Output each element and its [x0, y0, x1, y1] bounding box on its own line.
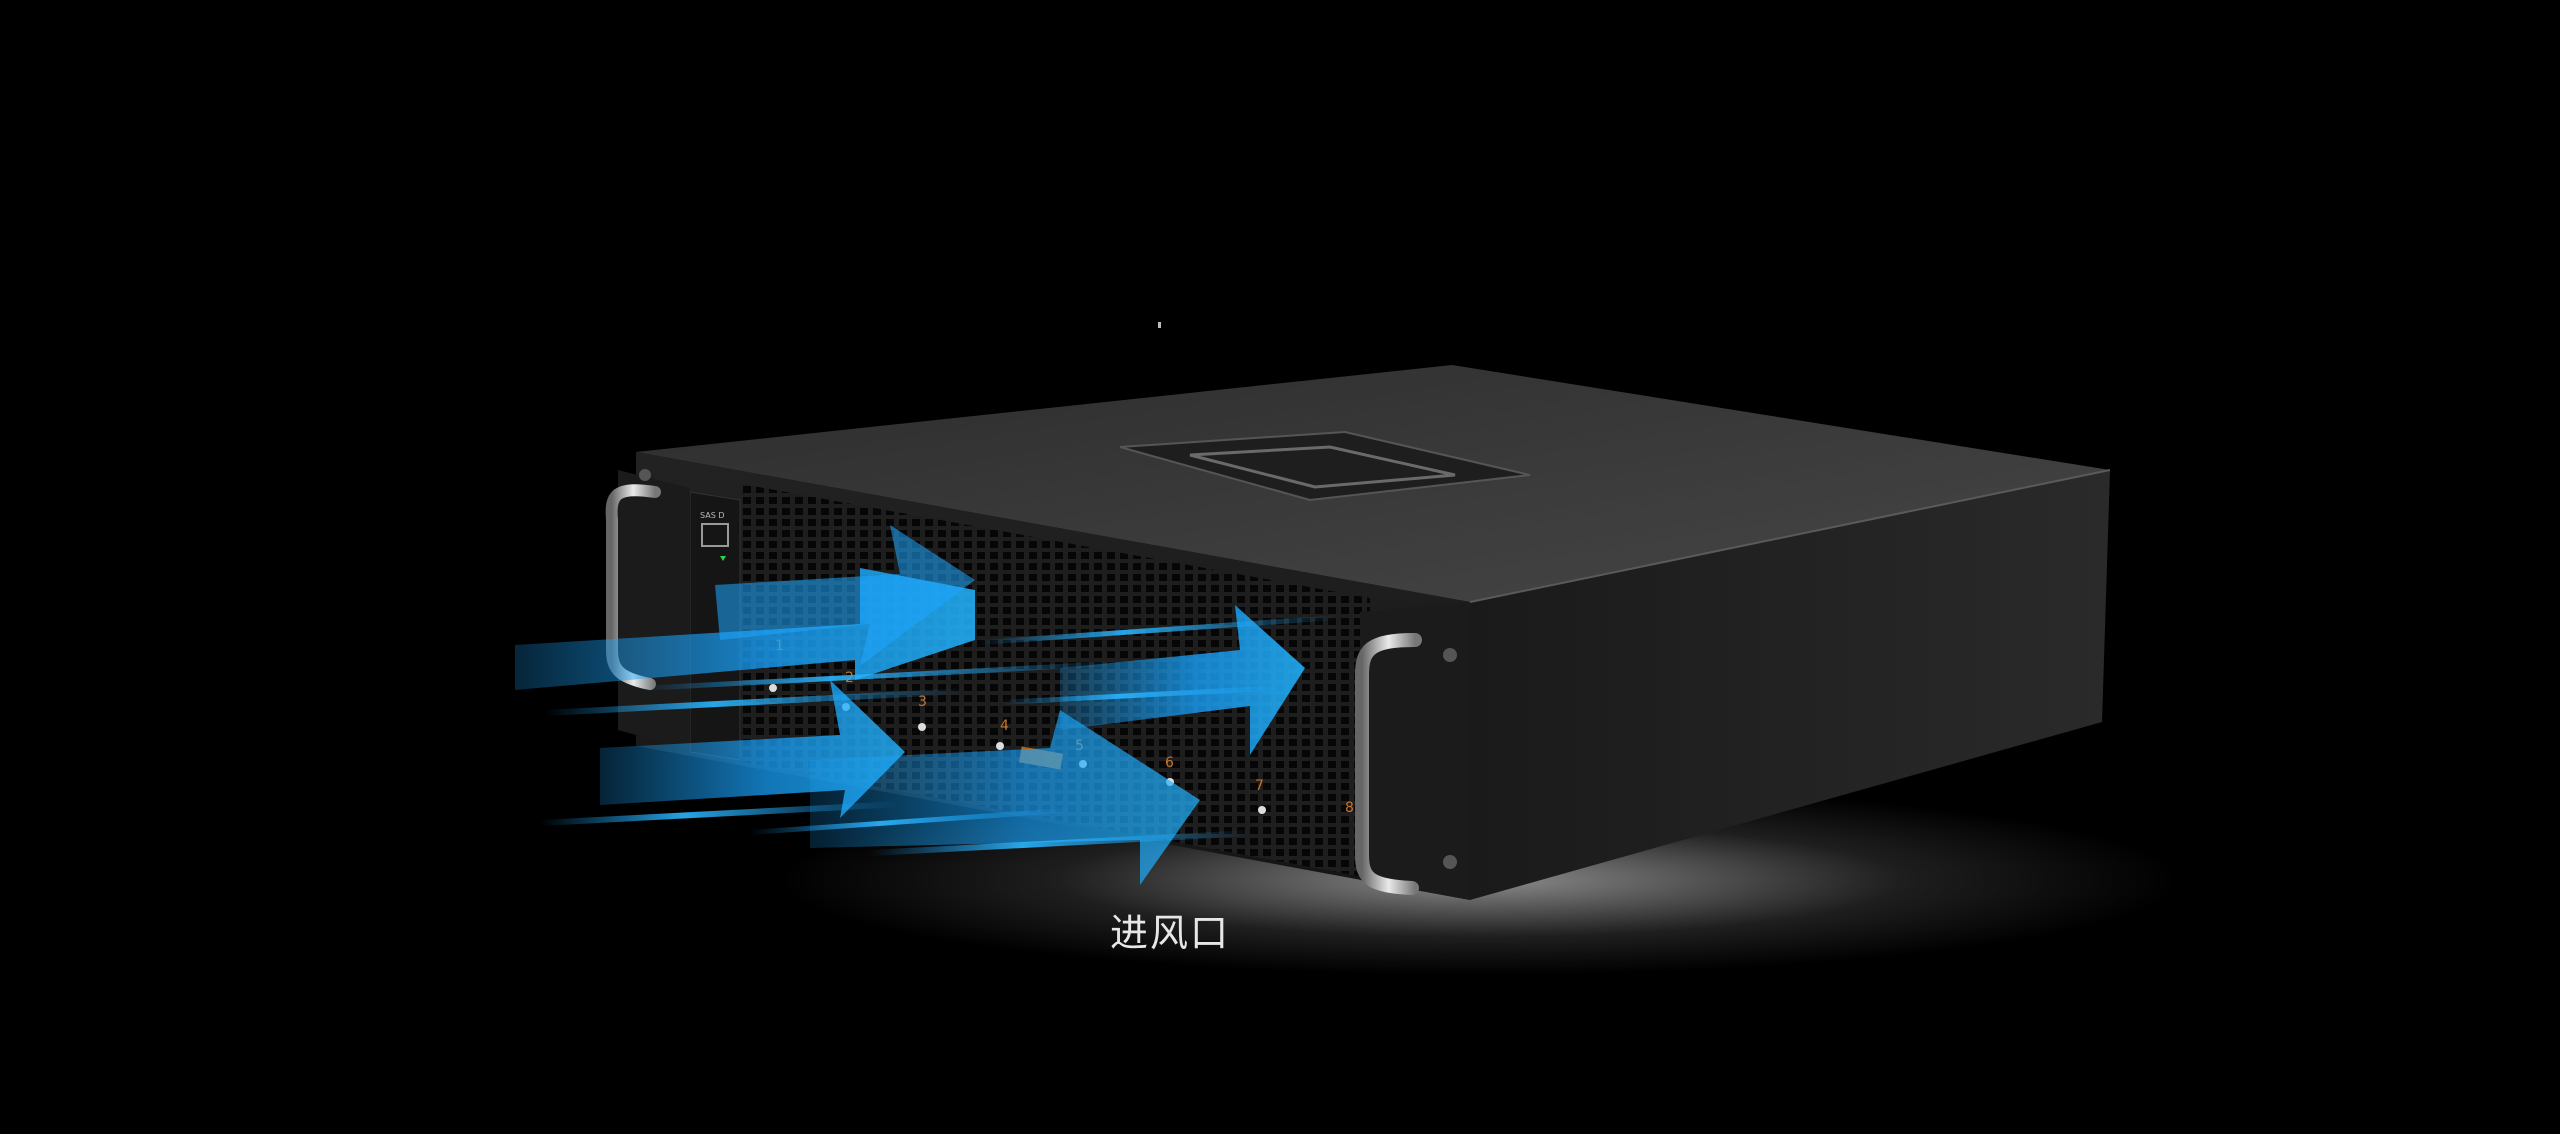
airflow-streak	[545, 688, 965, 716]
status-led-icon	[720, 556, 726, 561]
chassis-side	[1470, 470, 2110, 900]
airflow-arrow-icon	[810, 710, 1200, 885]
airflow-streak	[870, 830, 1250, 856]
air-intake-caption: 进风口	[1109, 911, 1230, 955]
airflow-arrow-icon	[1060, 605, 1305, 755]
bay-number: 6	[1165, 755, 1174, 771]
bay-led-icon	[918, 723, 926, 731]
bay-number: 4	[1000, 718, 1009, 734]
bay-led-icon	[996, 742, 1004, 750]
bay-led-icon	[769, 684, 777, 692]
airflow-streak	[540, 801, 900, 826]
airflow-arrows	[515, 525, 1340, 885]
port-icon	[701, 523, 729, 547]
airflow-streak	[980, 614, 1340, 645]
bay-number: 7	[1255, 778, 1264, 794]
bay-number: 8	[1345, 800, 1354, 816]
bay-number: 3	[918, 694, 927, 710]
screw-icon	[1443, 648, 1457, 662]
airflow-streak	[999, 684, 1300, 705]
airflow-arrow-icon	[715, 525, 975, 666]
screw-icon	[1443, 855, 1457, 869]
top-logo-plate	[1119, 430, 1531, 502]
airflow-streak	[749, 806, 1080, 835]
bay-led-icon	[1258, 806, 1266, 814]
top-logo-mark	[1189, 445, 1456, 489]
right-rack-ear	[1360, 602, 1470, 900]
airflow-streak	[640, 660, 1120, 691]
speck	[1158, 322, 1161, 328]
port-label: SAS D	[700, 511, 724, 520]
right-handle-icon	[1355, 633, 1422, 895]
screw-icon	[639, 469, 651, 481]
side-edge	[1469, 469, 2111, 603]
